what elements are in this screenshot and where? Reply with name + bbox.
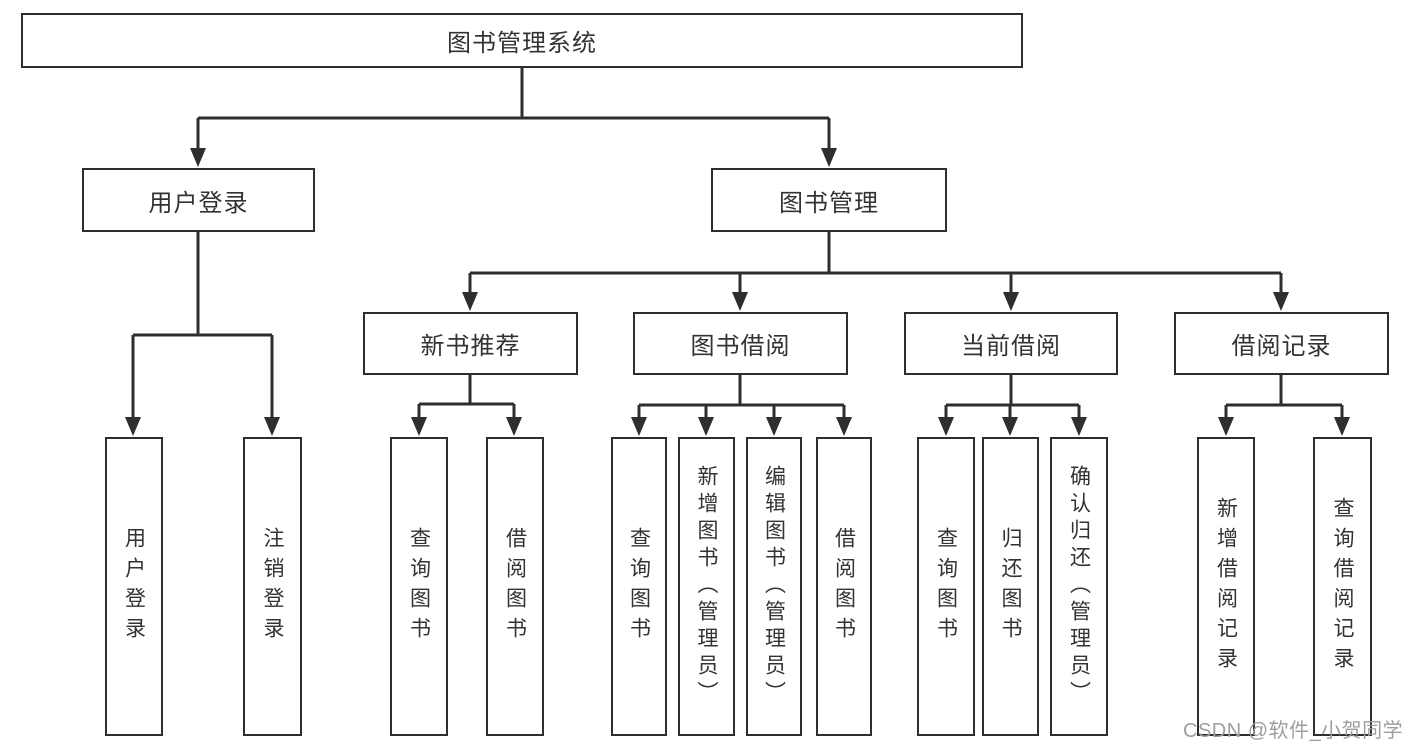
node-book-borrow: 图书借阅	[633, 312, 848, 375]
leaf-borrow-books-borrow: 借阅图书	[816, 437, 872, 736]
node-current-borrow: 当前借阅	[904, 312, 1118, 375]
node-root: 图书管理系统	[21, 13, 1023, 68]
leaf-add-borrow-record: 新增借阅记录	[1197, 437, 1255, 736]
leaf-edit-books-admin: 编辑图书（管理员）	[746, 437, 802, 736]
node-book-management: 图书管理	[711, 168, 947, 232]
node-new-book-recommend: 新书推荐	[363, 312, 578, 375]
leaf-borrow-books-recommend: 借阅图书	[486, 437, 544, 736]
edges-new-book-recommend-to-leaves	[417, 375, 516, 419]
leaf-logout: 注销登录	[243, 437, 302, 736]
edges-user-login-to-leaves	[131, 232, 274, 419]
edges-current-borrow-to-leaves	[944, 375, 1081, 419]
edges-book-management-to-level3	[468, 232, 1283, 294]
csdn-watermark: CSDN @软件_小贺同学	[1183, 720, 1404, 742]
leaf-confirm-return-admin: 确认归还（管理员）	[1050, 437, 1108, 736]
leaf-query-books-current: 查询图书	[917, 437, 975, 736]
edges-book-borrow-to-leaves	[637, 375, 846, 419]
edges-root-to-level2	[196, 68, 831, 150]
edges-borrow-records-to-leaves	[1224, 375, 1344, 419]
leaf-user-login: 用户登录	[105, 437, 163, 736]
node-user-login: 用户登录	[82, 168, 315, 232]
leaf-add-books-admin: 新增图书（管理员）	[678, 437, 735, 736]
leaf-query-books-borrow: 查询图书	[611, 437, 667, 736]
leaf-return-books: 归还图书	[982, 437, 1039, 736]
leaf-query-borrow-record: 查询借阅记录	[1313, 437, 1372, 736]
leaf-query-books-recommend: 查询图书	[390, 437, 448, 736]
arrowheads	[125, 148, 1350, 436]
node-borrow-records: 借阅记录	[1174, 312, 1389, 375]
